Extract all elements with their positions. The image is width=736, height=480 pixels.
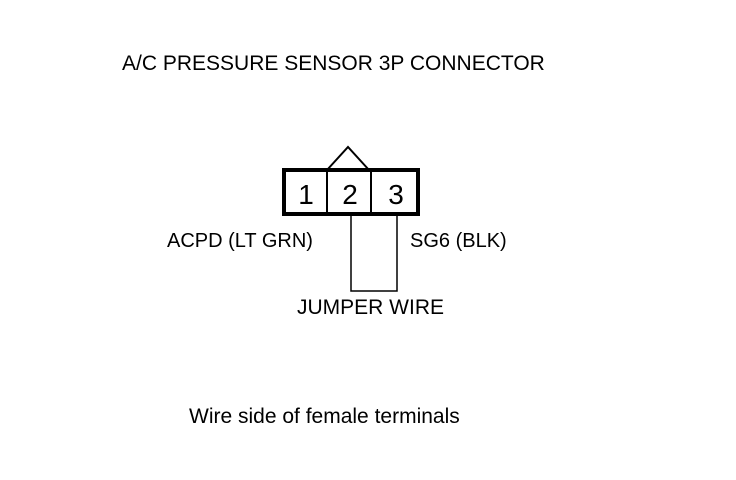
jumper-wire-label: JUMPER WIRE (297, 296, 444, 319)
diagram-caption: Wire side of female terminals (189, 405, 460, 428)
wire-label-sg6: SG6 (BLK) (410, 230, 507, 252)
wire-label-acpd: ACPD (LT GRN) (167, 230, 313, 252)
pin-1-label: 1 (298, 179, 314, 210)
pin-3-label: 3 (388, 179, 404, 210)
jumper-wire (350, 214, 398, 292)
diagram-title: A/C PRESSURE SENSOR 3P CONNECTOR (122, 52, 545, 75)
pin-2-label: 2 (342, 179, 358, 210)
connector-lock-tab (326, 145, 370, 171)
